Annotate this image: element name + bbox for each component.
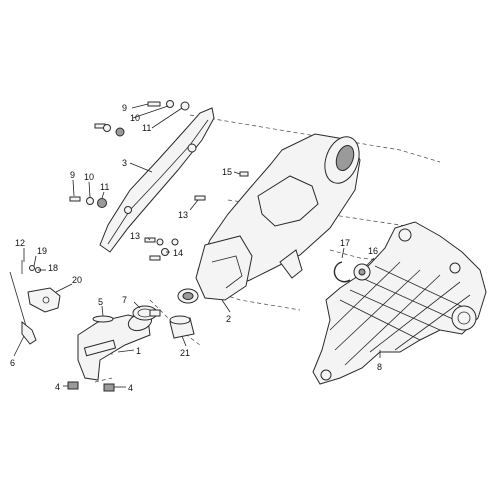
callout-11-top: 11: [142, 123, 151, 133]
callout-10-top: 10: [130, 113, 140, 123]
callout-13-upper: 13: [178, 210, 188, 220]
callout-1: 1: [136, 346, 141, 356]
part-5-gasket: [92, 315, 114, 323]
part-7-clamp: [132, 305, 161, 321]
callout-labels: 9 10 11 3 9 10 11 15 13 13 14 12 19 18 2…: [10, 103, 382, 393]
callout-6: 6: [10, 358, 15, 368]
part-3-heat-shield: [99, 107, 215, 253]
callout-21: 21: [180, 348, 190, 358]
callout-9-left: 9: [70, 170, 75, 180]
part-17-circlip: [333, 261, 351, 283]
callout-17: 17: [340, 238, 350, 248]
callout-15: 15: [222, 167, 232, 177]
callout-7: 7: [122, 295, 127, 305]
callout-3: 3: [122, 158, 127, 168]
part-21-sleeve: [169, 315, 195, 339]
callout-13-lower: 13: [130, 231, 140, 241]
part-1-front-pipe: [77, 312, 153, 381]
callout-10-left: 10: [84, 172, 94, 182]
fasteners: [21, 100, 249, 392]
callout-16: 16: [368, 246, 378, 256]
callout-8: 8: [377, 362, 382, 372]
callout-2: 2: [226, 314, 231, 324]
callout-18: 18: [48, 263, 58, 273]
callout-20: 20: [72, 275, 82, 285]
callout-14: 14: [173, 248, 183, 258]
callout-12: 12: [15, 238, 25, 248]
callout-9-top: 9: [122, 103, 127, 113]
callout-5: 5: [98, 297, 103, 307]
callout-4-left: 4: [55, 382, 60, 392]
callout-19: 19: [37, 246, 47, 256]
part-20-bracket: [27, 287, 61, 313]
part-2-silencer: [177, 133, 361, 304]
callout-4-right: 4: [128, 383, 133, 393]
callout-11-left: 11: [100, 182, 109, 192]
part-6-sensor: [9, 271, 37, 345]
part-8-bracket: [312, 221, 487, 385]
part-16-washer: [353, 263, 371, 281]
leader-lines: [13, 103, 381, 388]
